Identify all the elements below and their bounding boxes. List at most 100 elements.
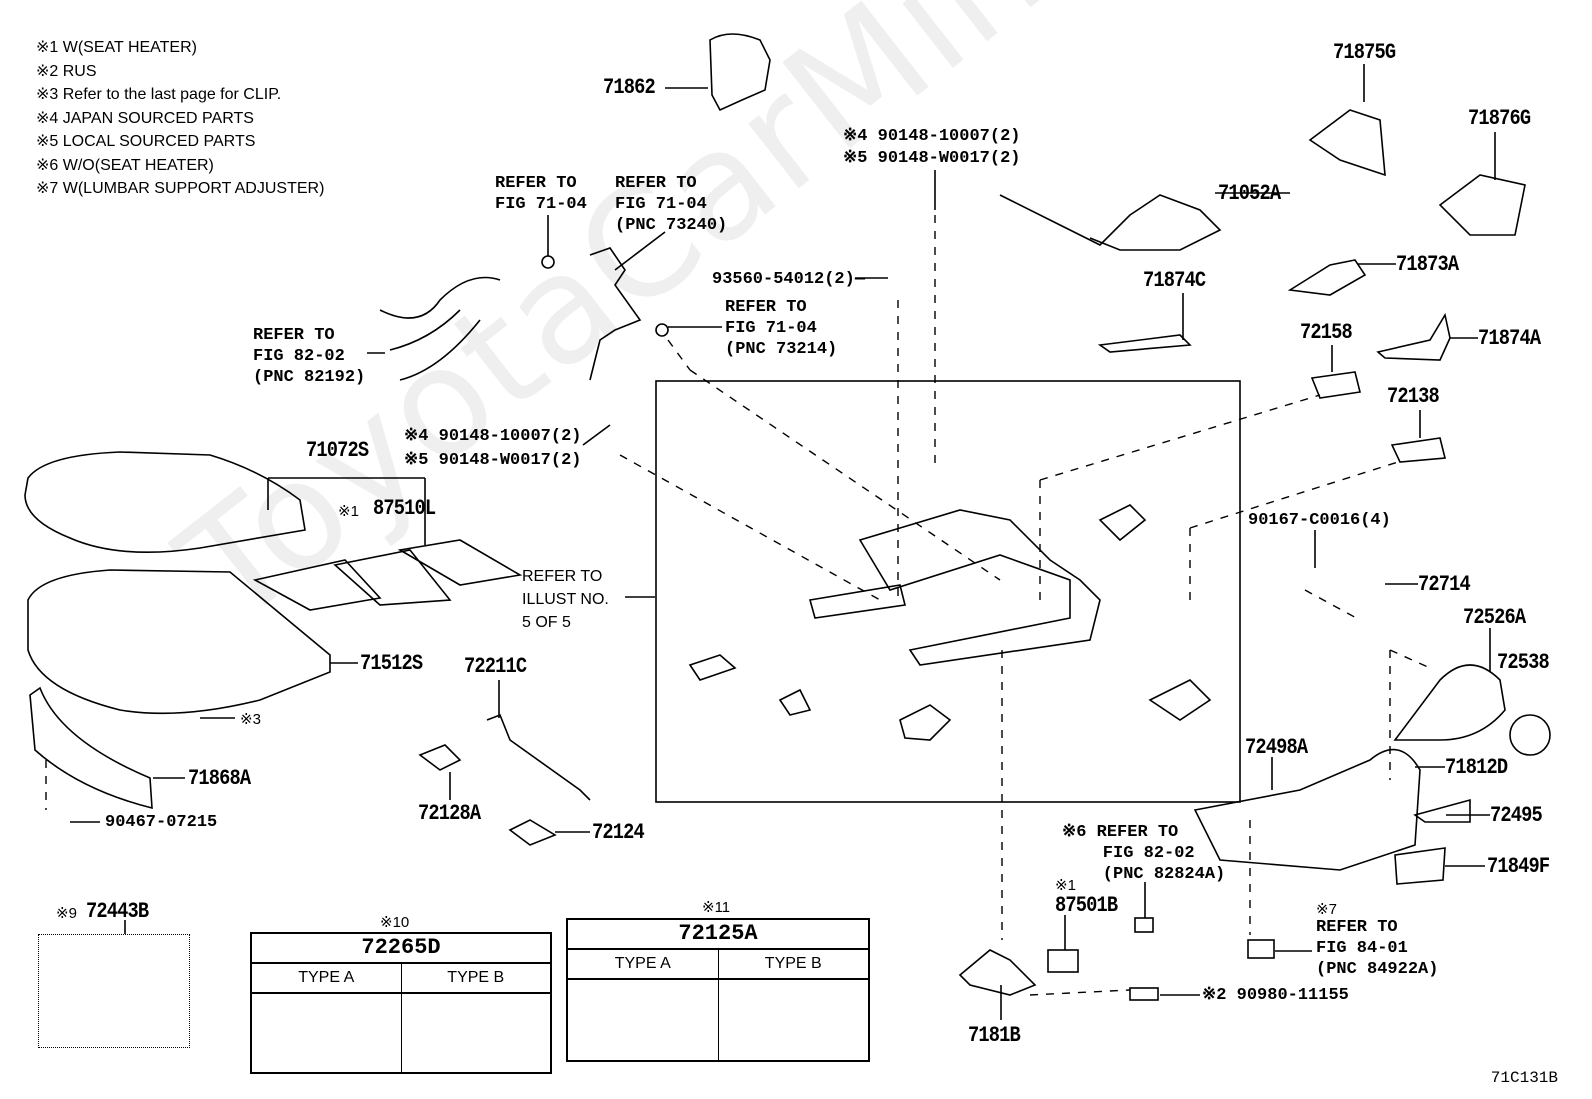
connector-82824A-shape <box>1134 917 1154 933</box>
ref-illust-5-of-5[interactable]: REFER TO ILLUST NO. 5 OF 5 <box>522 568 609 631</box>
front-trim-shape <box>29 686 153 810</box>
cover-71862-shape <box>709 33 771 112</box>
inset-72125A-part[interactable]: 72125A <box>568 920 868 950</box>
cover-72158-shape <box>1310 371 1361 399</box>
cover-72495-shape <box>1413 798 1471 823</box>
buckle-shape <box>589 247 642 381</box>
part-label-72138[interactable]: 72138 <box>1387 384 1440 409</box>
seat-track-frame-shape <box>858 509 1101 666</box>
trim-71874C-shape <box>1097 334 1192 353</box>
washer-shape <box>655 323 669 337</box>
part-label-71849F[interactable]: 71849F <box>1487 854 1550 879</box>
part-label-72538[interactable]: 72538 <box>1497 650 1550 675</box>
trim-71876G-shape <box>1438 174 1526 236</box>
trim-71875G-shape <box>1308 109 1386 177</box>
legend-note-6: ※6 W/O(SEAT HEATER) <box>36 156 214 174</box>
bracket-left-shape <box>778 688 812 716</box>
inset-72443B-label[interactable]: 72443B <box>86 899 149 924</box>
inset-72443B-note: ※9 <box>56 905 77 922</box>
inset-72125A-type-b: TYPE B <box>718 950 868 980</box>
switch-84922A-shape <box>1247 939 1275 959</box>
harness-shape <box>379 276 501 381</box>
inset-72265D-type-a: TYPE A <box>252 964 402 994</box>
part-label-71874C[interactable]: 71874C <box>1143 268 1206 293</box>
ref-fig-71-04-c[interactable]: REFER TO FIG 71-04 (PNC 73214) <box>725 298 838 359</box>
shield-71812D-shape <box>1193 748 1421 871</box>
wire-71052A-shape <box>999 194 1222 251</box>
legend-notes: ※1 W(SEAT HEATER) ※2 RUS ※3 Refer to the… <box>36 36 324 201</box>
part-label-72128A[interactable]: 72128A <box>418 801 481 826</box>
inset-72443B-box <box>38 934 190 1048</box>
motor-right-shape <box>1148 679 1212 721</box>
inset-72125A-type-a: TYPE A <box>568 950 719 980</box>
pn-screw-93560[interactable]: 93560-54012(2)— <box>712 270 866 289</box>
ref-fig-71-04-a[interactable]: REFER TO FIG 71-04 <box>495 174 587 214</box>
inset-72265D-note: ※10 <box>380 914 410 931</box>
part-label-71876G[interactable]: 71876G <box>1468 106 1531 131</box>
inset-72125A-type-b-image <box>719 980 869 1060</box>
part-label-71875G[interactable]: 71875G <box>1333 40 1396 65</box>
cushion-cover-shape <box>27 569 331 715</box>
legend-note-5: ※5 LOCAL SOURCED PARTS <box>36 133 256 150</box>
motor-connector-shape <box>688 654 737 681</box>
part-label-72526A[interactable]: 72526A <box>1463 605 1526 630</box>
part-label-87510L[interactable]: 87510L <box>373 496 436 521</box>
part-label-71812D[interactable]: 71812D <box>1445 755 1508 780</box>
legend-note-3: ※3 Refer to the last page for CLIP. <box>36 86 282 103</box>
inset-72125A-note: ※11 <box>702 899 731 916</box>
part-label-71874A[interactable]: 71874A <box>1478 326 1541 351</box>
rod-72211C-shape <box>486 713 591 801</box>
note-87510L: ※1 <box>338 503 359 520</box>
ref-fig-82-02-82824A[interactable]: ※6 REFER TO FIG 82-02 (PNC 82824A) <box>1062 823 1226 884</box>
legend-note-2: ※2 RUS <box>36 62 97 80</box>
pn-bolt-mid-japan[interactable]: ※4 90148-10007(2) <box>404 427 582 446</box>
trim-71874A-shape <box>1376 312 1451 361</box>
part-label-72495[interactable]: 72495 <box>1490 803 1543 828</box>
pn-bolt-mid-local[interactable]: ※5 90148-W0017(2) <box>404 451 582 470</box>
part-label-72211C[interactable]: 72211C <box>464 654 527 679</box>
legend-note-1: ※1 W(SEAT HEATER) <box>36 39 197 56</box>
part-label-71052A[interactable]: 71052A <box>1218 181 1281 206</box>
inset-72125A-type-a-image <box>568 980 719 1060</box>
ecu-87501B-shape <box>1047 949 1079 973</box>
note-87501B: ※1 <box>1055 877 1076 894</box>
note-lumbar: ※7 <box>1316 901 1337 918</box>
cushion-pad-shape <box>24 451 306 554</box>
knob-72526A-shape <box>1393 664 1506 741</box>
part-label-71862[interactable]: 71862 <box>603 75 656 100</box>
seat-heater-shape <box>252 539 523 611</box>
nut-72124-shape <box>508 819 557 846</box>
knob-72538-shape <box>1509 714 1551 756</box>
part-label-7181B[interactable]: 7181B <box>968 1023 1021 1048</box>
pn-bolt-90167[interactable]: 90167-C0016(4) <box>1248 511 1391 530</box>
part-label-72498A[interactable]: 72498A <box>1245 735 1308 760</box>
ref-fig-84-01[interactable]: REFER TO FIG 84-01 (PNC 84922A) <box>1316 918 1439 979</box>
note-clip: ※3 <box>240 711 261 728</box>
cover-72138-shape <box>1390 437 1447 463</box>
part-label-72124[interactable]: 72124 <box>592 820 645 845</box>
pn-pin-90467[interactable]: 90467-07215 <box>105 813 218 832</box>
part-label-71873A[interactable]: 71873A <box>1396 252 1459 277</box>
part-label-71512S[interactable]: 71512S <box>360 651 423 676</box>
ref-fig-71-04-b[interactable]: REFER TO FIG 71-04 (PNC 73240) <box>615 174 728 235</box>
inset-72265D-type-a-image <box>252 994 402 1072</box>
part-label-71868A[interactable]: 71868A <box>188 766 251 791</box>
bracket-7181B-shape <box>958 949 1037 996</box>
part-label-72158[interactable]: 72158 <box>1300 320 1353 345</box>
part-label-87501B[interactable]: 87501B <box>1055 893 1118 918</box>
figure-code: 71C131B <box>1490 1069 1558 1087</box>
legend-note-7: ※7 W(LUMBAR SUPPORT ADJUSTER) <box>36 180 325 197</box>
connector-90980-shape <box>1129 987 1159 1001</box>
part-label-71072S[interactable]: 71072S <box>306 438 369 463</box>
inset-72265D-table: 72265D TYPE A TYPE B <box>250 932 552 1074</box>
pn-connector-90980[interactable]: ※2 90980-11155 <box>1202 986 1349 1005</box>
inset-72265D-type-b-image <box>402 994 551 1072</box>
bracket-right-shape <box>1098 504 1147 542</box>
inset-72265D-part[interactable]: 72265D <box>252 934 550 964</box>
ref-fig-82-02-harness[interactable]: REFER TO FIG 82-02 (PNC 82192) <box>253 326 366 387</box>
seat-frame-group-box <box>655 380 1241 803</box>
pn-bolt-top-japan[interactable]: ※4 90148-10007(2) <box>843 127 1021 146</box>
part-label-72714[interactable]: 72714 <box>1418 572 1471 597</box>
pn-bolt-top-local[interactable]: ※5 90148-W0017(2) <box>843 149 1021 168</box>
